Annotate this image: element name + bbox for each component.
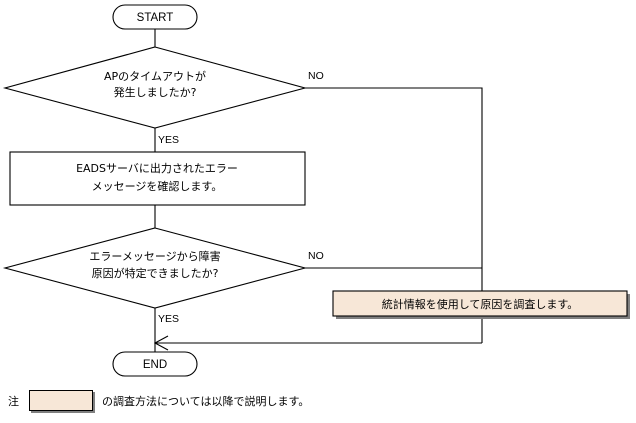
arrowhead-to-end — [153, 335, 169, 351]
node-decision1-shape — [2, 46, 308, 129]
node-decision2-shape — [2, 227, 308, 309]
node-end-label: END — [143, 359, 167, 371]
node-decision2-line2: 原因が特定できましたか? — [92, 266, 219, 280]
footnote-row: 注 の調査方法については以降で説明します。 — [8, 390, 309, 411]
branch-label-decision2-no: NO — [308, 250, 324, 262]
footnote-text: の調査方法については以降で説明します。 — [102, 394, 310, 408]
branch-label-decision1-no: NO — [308, 70, 324, 82]
branch-label-decision1-yes: YES — [158, 134, 179, 146]
footnote-color-swatch — [29, 390, 93, 411]
node-start-label: START — [137, 12, 174, 24]
node-start-shape — [112, 4, 198, 30]
callout-box — [332, 290, 628, 317]
node-decision2-line1: エラーメッセージから障害 — [89, 249, 220, 263]
node-process1-line2: メッセージを確認します。 — [92, 179, 223, 193]
node-decision1-line2: 発生しましたか? — [114, 85, 197, 99]
node-decision1-line1: APのタイムアウトが — [104, 69, 206, 83]
node-process1-shape — [9, 151, 306, 206]
connector-decision1-no-rail — [305, 87, 483, 343]
branch-label-decision2-yes: YES — [158, 313, 179, 325]
callout-text: 統計情報を使用して原因を調査します。 — [382, 297, 579, 311]
node-process1-line1: EADSサーバに出力されたエラー — [76, 161, 238, 175]
node-end-shape — [112, 351, 198, 377]
footnote-marker: 注 — [8, 394, 19, 408]
